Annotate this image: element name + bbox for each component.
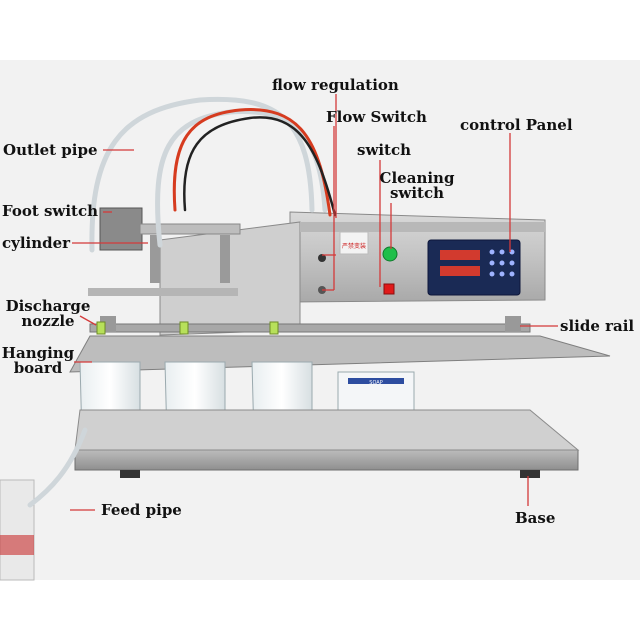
slide-rail-bar	[89, 323, 531, 333]
red-switch	[383, 283, 395, 295]
label-cleaning-switch: Cleaning switch	[379, 169, 455, 202]
nozzle-1	[96, 321, 106, 335]
display-top	[440, 250, 480, 260]
label-cylinder: cylinder	[2, 234, 71, 252]
leader-lines	[70, 94, 558, 511]
display-bottom	[440, 266, 480, 276]
rail-end-right	[505, 316, 521, 332]
label-flow-switch: Flow Switch	[326, 108, 427, 126]
flow-regulation-knob	[318, 254, 326, 262]
nozzle-3	[269, 321, 279, 335]
photo-background	[0, 60, 640, 580]
warning-sign-text: 严禁变装	[342, 242, 366, 250]
label-control-panel: control Panel	[460, 116, 573, 134]
feed-canister	[0, 479, 35, 581]
label-foot-switch: Foot switch	[2, 202, 99, 220]
pouch-label: SOAP	[369, 380, 382, 386]
foot-right	[520, 470, 540, 478]
label-slide-rail: slide rail	[560, 317, 635, 335]
warning-sign	[339, 231, 369, 255]
control-panel-unit	[427, 239, 521, 296]
cleaning-switch-button	[382, 246, 398, 262]
label-discharge-nozzle: Discharge nozzle	[5, 297, 91, 330]
foot-left	[120, 470, 140, 478]
label-outlet-pipe: Outlet pipe	[3, 141, 98, 159]
pipes	[27, 96, 337, 508]
label-switch: switch	[357, 141, 412, 159]
label-flow-regulation: flow regulation	[272, 76, 399, 94]
label-hanging-board: Hanging board	[1, 344, 75, 377]
base-top	[74, 409, 580, 451]
nozzle-2	[179, 321, 189, 335]
label-base: Base	[515, 509, 556, 527]
label-feed-pipe: Feed pipe	[101, 501, 182, 519]
base-platform	[74, 449, 579, 471]
leader-discharge-nozzle	[79, 315, 97, 326]
